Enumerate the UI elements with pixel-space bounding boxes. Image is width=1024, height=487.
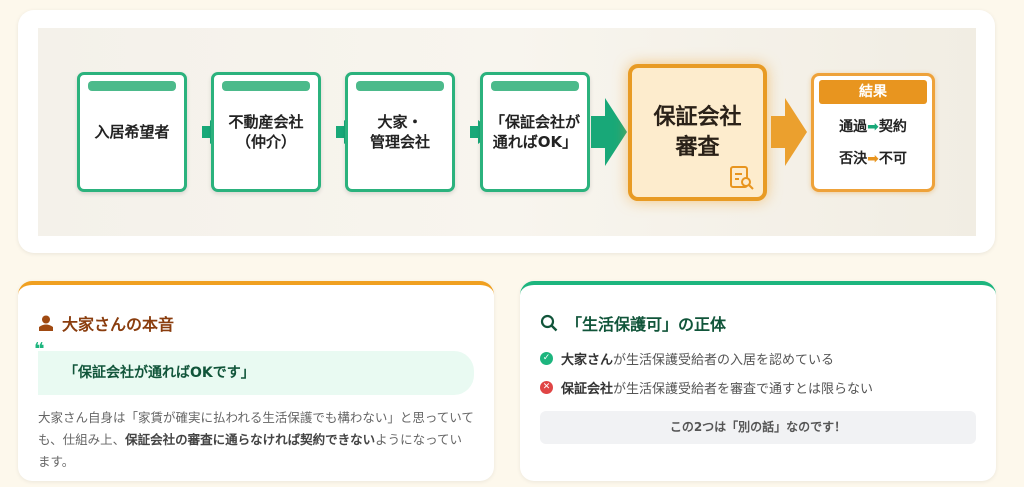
step-guarantor-ok: 「保証会社が 通ればOK」 <box>480 72 590 192</box>
arrow-icon: ➡ <box>867 119 879 135</box>
result-box: 結果 通過➡契約 否決➡不可 <box>811 73 935 192</box>
body-bold: 保証会社の審査に通らなければ契約できない <box>125 432 376 447</box>
guarantor-review-box: 保証会社 審査 <box>628 64 767 201</box>
clipboard-search-icon <box>730 166 754 190</box>
step-label: 「保証会社が 通ればOK」 <box>489 112 580 151</box>
truth-item-ng: ✕ 保証会社が生活保護受給者を審査で通すとは限らない <box>540 378 976 397</box>
body-text: ようになっています。 <box>38 432 463 469</box>
quote-icon: ❝ <box>34 339 45 360</box>
item-bold: 保証会社 <box>561 382 614 397</box>
fail-from: 否決 <box>839 151 868 167</box>
truth-title: 「生活保護可」の正体 <box>566 315 727 334</box>
truth-note: この2つは「別の話」なのです！ <box>540 411 976 444</box>
landlord-card: 大家さんの本音 ❝ 「保証会社が通ればOKです」 大家さん自身は「家賃が確実に払わ… <box>18 281 494 481</box>
fail-to: 不可 <box>878 151 907 167</box>
landlord-body: 大家さん自身は「家賃が確実に払われる生活保護でも構わない」と思っていても、仕組み… <box>38 407 474 473</box>
item-text: が生活保護受給者を審査で通すとは限らない <box>613 382 874 397</box>
step-label: 入居希望者 <box>94 122 170 141</box>
check-icon: ✓ <box>540 352 553 365</box>
truth-heading: 「生活保護可」の正体 <box>540 311 976 335</box>
flow-diagram: 入居希望者 不動産会社 （仲介） 大家・ 管理会社 「保証会社が 通ればOK」 … <box>38 28 976 236</box>
big-orange-arrow-icon <box>771 98 807 166</box>
landlord-quote: ❝ 「保証会社が通ればOKです」 <box>34 341 474 395</box>
result-pass: 通過➡契約 <box>814 116 932 136</box>
pass-to: 契約 <box>878 119 907 135</box>
item-bold: 大家さん <box>561 353 614 368</box>
step-landlord: 大家・ 管理会社 <box>345 72 455 192</box>
landlord-title: 大家さんの本音 <box>62 315 175 334</box>
big-green-arrow-icon <box>591 98 627 166</box>
person-icon <box>39 315 53 331</box>
flow-diagram-card: 入居希望者 不動産会社 （仲介） 大家・ 管理会社 「保証会社が 通ればOK」 … <box>18 10 995 253</box>
truth-card: 「生活保護可」の正体 ✓ 大家さんが生活保護受給者の入居を認めている ✕ 保証会社が… <box>520 281 996 481</box>
quote-text: 「保証会社が通ればOKです」 <box>64 365 255 381</box>
result-fail: 否決➡不可 <box>814 148 932 168</box>
item-text: が生活保護受給者の入居を認めている <box>613 353 835 368</box>
arrow-icon: ➡ <box>867 151 879 167</box>
landlord-heading: 大家さんの本音 <box>38 311 474 335</box>
review-label: 保証会社 審査 <box>653 104 742 160</box>
step-label: 不動産会社 （仲介） <box>228 112 304 151</box>
search-icon <box>540 314 558 332</box>
step-agency: 不動産会社 （仲介） <box>211 72 321 192</box>
result-title: 結果 <box>819 80 927 104</box>
pass-from: 通過 <box>839 119 868 135</box>
step-applicant: 入居希望者 <box>77 72 187 192</box>
step-label: 大家・ 管理会社 <box>369 112 430 151</box>
truth-item-ok: ✓ 大家さんが生活保護受給者の入居を認めている <box>540 349 976 368</box>
x-icon: ✕ <box>540 381 553 394</box>
body-text: 大家さん自身は「家賃が確実に払われる生活保護でも構わない」と思っていても、仕組み… <box>38 410 474 447</box>
